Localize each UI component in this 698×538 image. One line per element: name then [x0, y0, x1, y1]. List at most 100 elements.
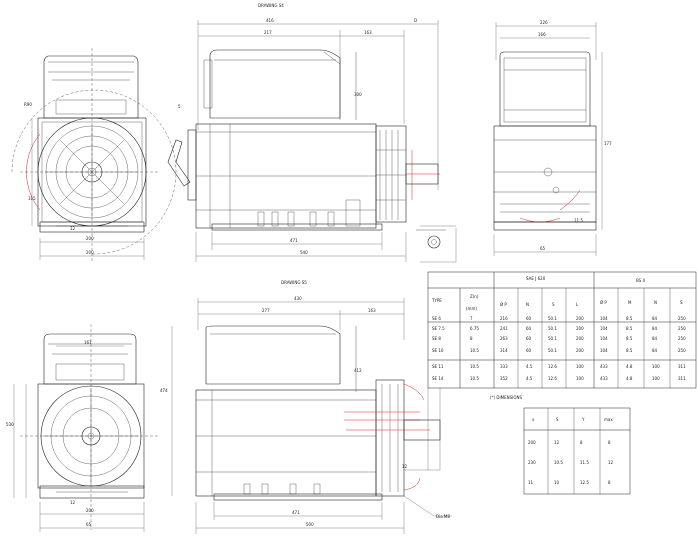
- small-table: x S Y max 200 12 8 8 230 10.5 11.5 12 11…: [523, 407, 631, 495]
- table-row: SE 8 8 263 60 50.1 200 104 8.5 84 250: [432, 336, 686, 341]
- svg-text:11: 11: [528, 480, 534, 485]
- svg-text:SE 11: SE 11: [432, 364, 444, 369]
- svg-text:7: 7: [470, 316, 473, 321]
- svg-text:161: 161: [84, 340, 92, 345]
- svg-text:200: 200: [576, 348, 584, 353]
- svg-text:8: 8: [580, 440, 583, 445]
- svg-text:200: 200: [576, 336, 584, 341]
- svg-text:200: 200: [86, 508, 94, 513]
- svg-text:12.6: 12.6: [548, 364, 557, 369]
- table-row: 200 12 8 8: [528, 440, 611, 445]
- svg-text:SE 10: SE 10: [432, 348, 444, 353]
- svg-text:333: 333: [500, 364, 508, 369]
- svg-text:4.8: 4.8: [626, 364, 633, 369]
- svg-text:474: 474: [160, 388, 168, 393]
- table-row: SE 6 7 216 60 50.1 200 104 8.5 84 250: [432, 316, 686, 321]
- svg-text:84: 84: [652, 326, 658, 331]
- svg-text:84: 84: [652, 336, 658, 341]
- svg-text:416: 416: [266, 18, 274, 23]
- svg-text:241: 241: [500, 326, 508, 331]
- svg-text:65: 65: [86, 522, 92, 527]
- view1-caption: DRAWING S4: [258, 3, 284, 8]
- note-bottom: Dia.M8: [436, 514, 450, 519]
- svg-text:311: 311: [678, 364, 686, 369]
- svg-text:104: 104: [600, 316, 608, 321]
- svg-text:L: L: [576, 302, 579, 307]
- side-view-bottom: 430 277 163 412 12: [160, 296, 452, 534]
- svg-text:TYPE: TYPE: [431, 298, 442, 303]
- svg-text:540: 540: [300, 250, 308, 255]
- svg-text:104: 104: [600, 336, 608, 341]
- svg-text:104: 104: [600, 348, 608, 353]
- svg-text:314: 314: [500, 348, 508, 353]
- table-row: SE 11 10.5 333 4.5 12.6 100 433 4.8 100 …: [432, 364, 686, 369]
- table-row: 230 10.5 11.5 12: [528, 460, 614, 465]
- svg-text:50.1: 50.1: [548, 316, 557, 321]
- svg-text:S: S: [552, 302, 555, 307]
- svg-text:104: 104: [600, 326, 608, 331]
- svg-text:M: M: [628, 300, 632, 305]
- svg-text:8: 8: [608, 480, 611, 485]
- svg-text:300: 300: [354, 92, 362, 97]
- svg-text:100: 100: [652, 364, 660, 369]
- svg-text:(mm): (mm): [466, 306, 477, 311]
- svg-text:315: 315: [28, 196, 36, 201]
- svg-text:217: 217: [264, 30, 272, 35]
- svg-text:N: N: [526, 302, 529, 307]
- svg-text:471: 471: [290, 238, 298, 243]
- side-view-top: 416 D 217 163 300: [167, 18, 457, 263]
- svg-text:4.8: 4.8: [626, 376, 633, 381]
- svg-text:277: 277: [262, 308, 270, 313]
- svg-text:12.6: 12.6: [548, 376, 557, 381]
- svg-text:433: 433: [600, 376, 608, 381]
- svg-text:226: 226: [540, 20, 548, 25]
- svg-text:60: 60: [526, 326, 532, 331]
- table-row: SE 14 10.5 352 4.5 12.6 100 433 4.8 100 …: [432, 376, 686, 381]
- svg-text:263: 263: [500, 336, 508, 341]
- svg-text:R90: R90: [24, 102, 32, 107]
- svg-text:10.5: 10.5: [470, 364, 479, 369]
- svg-text:Ø P: Ø P: [500, 302, 507, 307]
- svg-text:N: N: [654, 300, 657, 305]
- svg-text:8: 8: [608, 440, 611, 445]
- svg-text:Y: Y: [581, 417, 585, 422]
- svg-text:250: 250: [678, 326, 686, 331]
- svg-text:84: 84: [652, 348, 658, 353]
- svg-text:12: 12: [608, 460, 614, 465]
- svg-text:230: 230: [528, 460, 536, 465]
- svg-text:100: 100: [576, 376, 584, 381]
- table-note: (*) DIMENSIONS: [490, 395, 522, 400]
- svg-text:10: 10: [554, 480, 560, 485]
- svg-text:S: S: [556, 417, 559, 422]
- svg-text:12: 12: [70, 500, 76, 505]
- svg-text:SE 8: SE 8: [432, 336, 441, 341]
- front-view-bottom: 200 65 530 12 161: [6, 324, 160, 532]
- svg-text:60: 60: [526, 336, 532, 341]
- dimensions-table: SAE J 620 BS 4 TYPE Z(n) (mm) Ø P N S L …: [427, 271, 697, 400]
- svg-text:SE 14: SE 14: [432, 376, 444, 381]
- svg-text:4.5: 4.5: [526, 376, 533, 381]
- svg-text:60: 60: [526, 348, 532, 353]
- svg-text:430: 430: [294, 296, 302, 301]
- svg-text:8: 8: [470, 336, 473, 341]
- svg-text:50.1: 50.1: [548, 336, 557, 341]
- svg-text:500: 500: [306, 522, 314, 527]
- svg-text:8.5: 8.5: [626, 316, 633, 321]
- svg-text:65: 65: [540, 246, 546, 251]
- svg-text:4.5: 4.5: [526, 364, 533, 369]
- svg-text:12: 12: [402, 464, 408, 469]
- svg-text:433: 433: [600, 364, 608, 369]
- svg-text:10.5: 10.5: [554, 460, 563, 465]
- svg-text:5: 5: [178, 104, 181, 109]
- svg-text:84: 84: [652, 316, 658, 321]
- svg-text:200: 200: [86, 236, 94, 241]
- table-row: SE 7.5 6.75 241 60 50.1 200 104 8.5 84 2…: [432, 326, 686, 331]
- svg-text:D: D: [414, 18, 417, 23]
- svg-text:SAE J 620: SAE J 620: [526, 276, 546, 281]
- view2-caption: DRAWING S5: [281, 280, 307, 285]
- svg-text:S: S: [680, 300, 683, 305]
- svg-text:250: 250: [678, 348, 686, 353]
- svg-text:200: 200: [86, 250, 94, 255]
- svg-text:12: 12: [70, 226, 76, 231]
